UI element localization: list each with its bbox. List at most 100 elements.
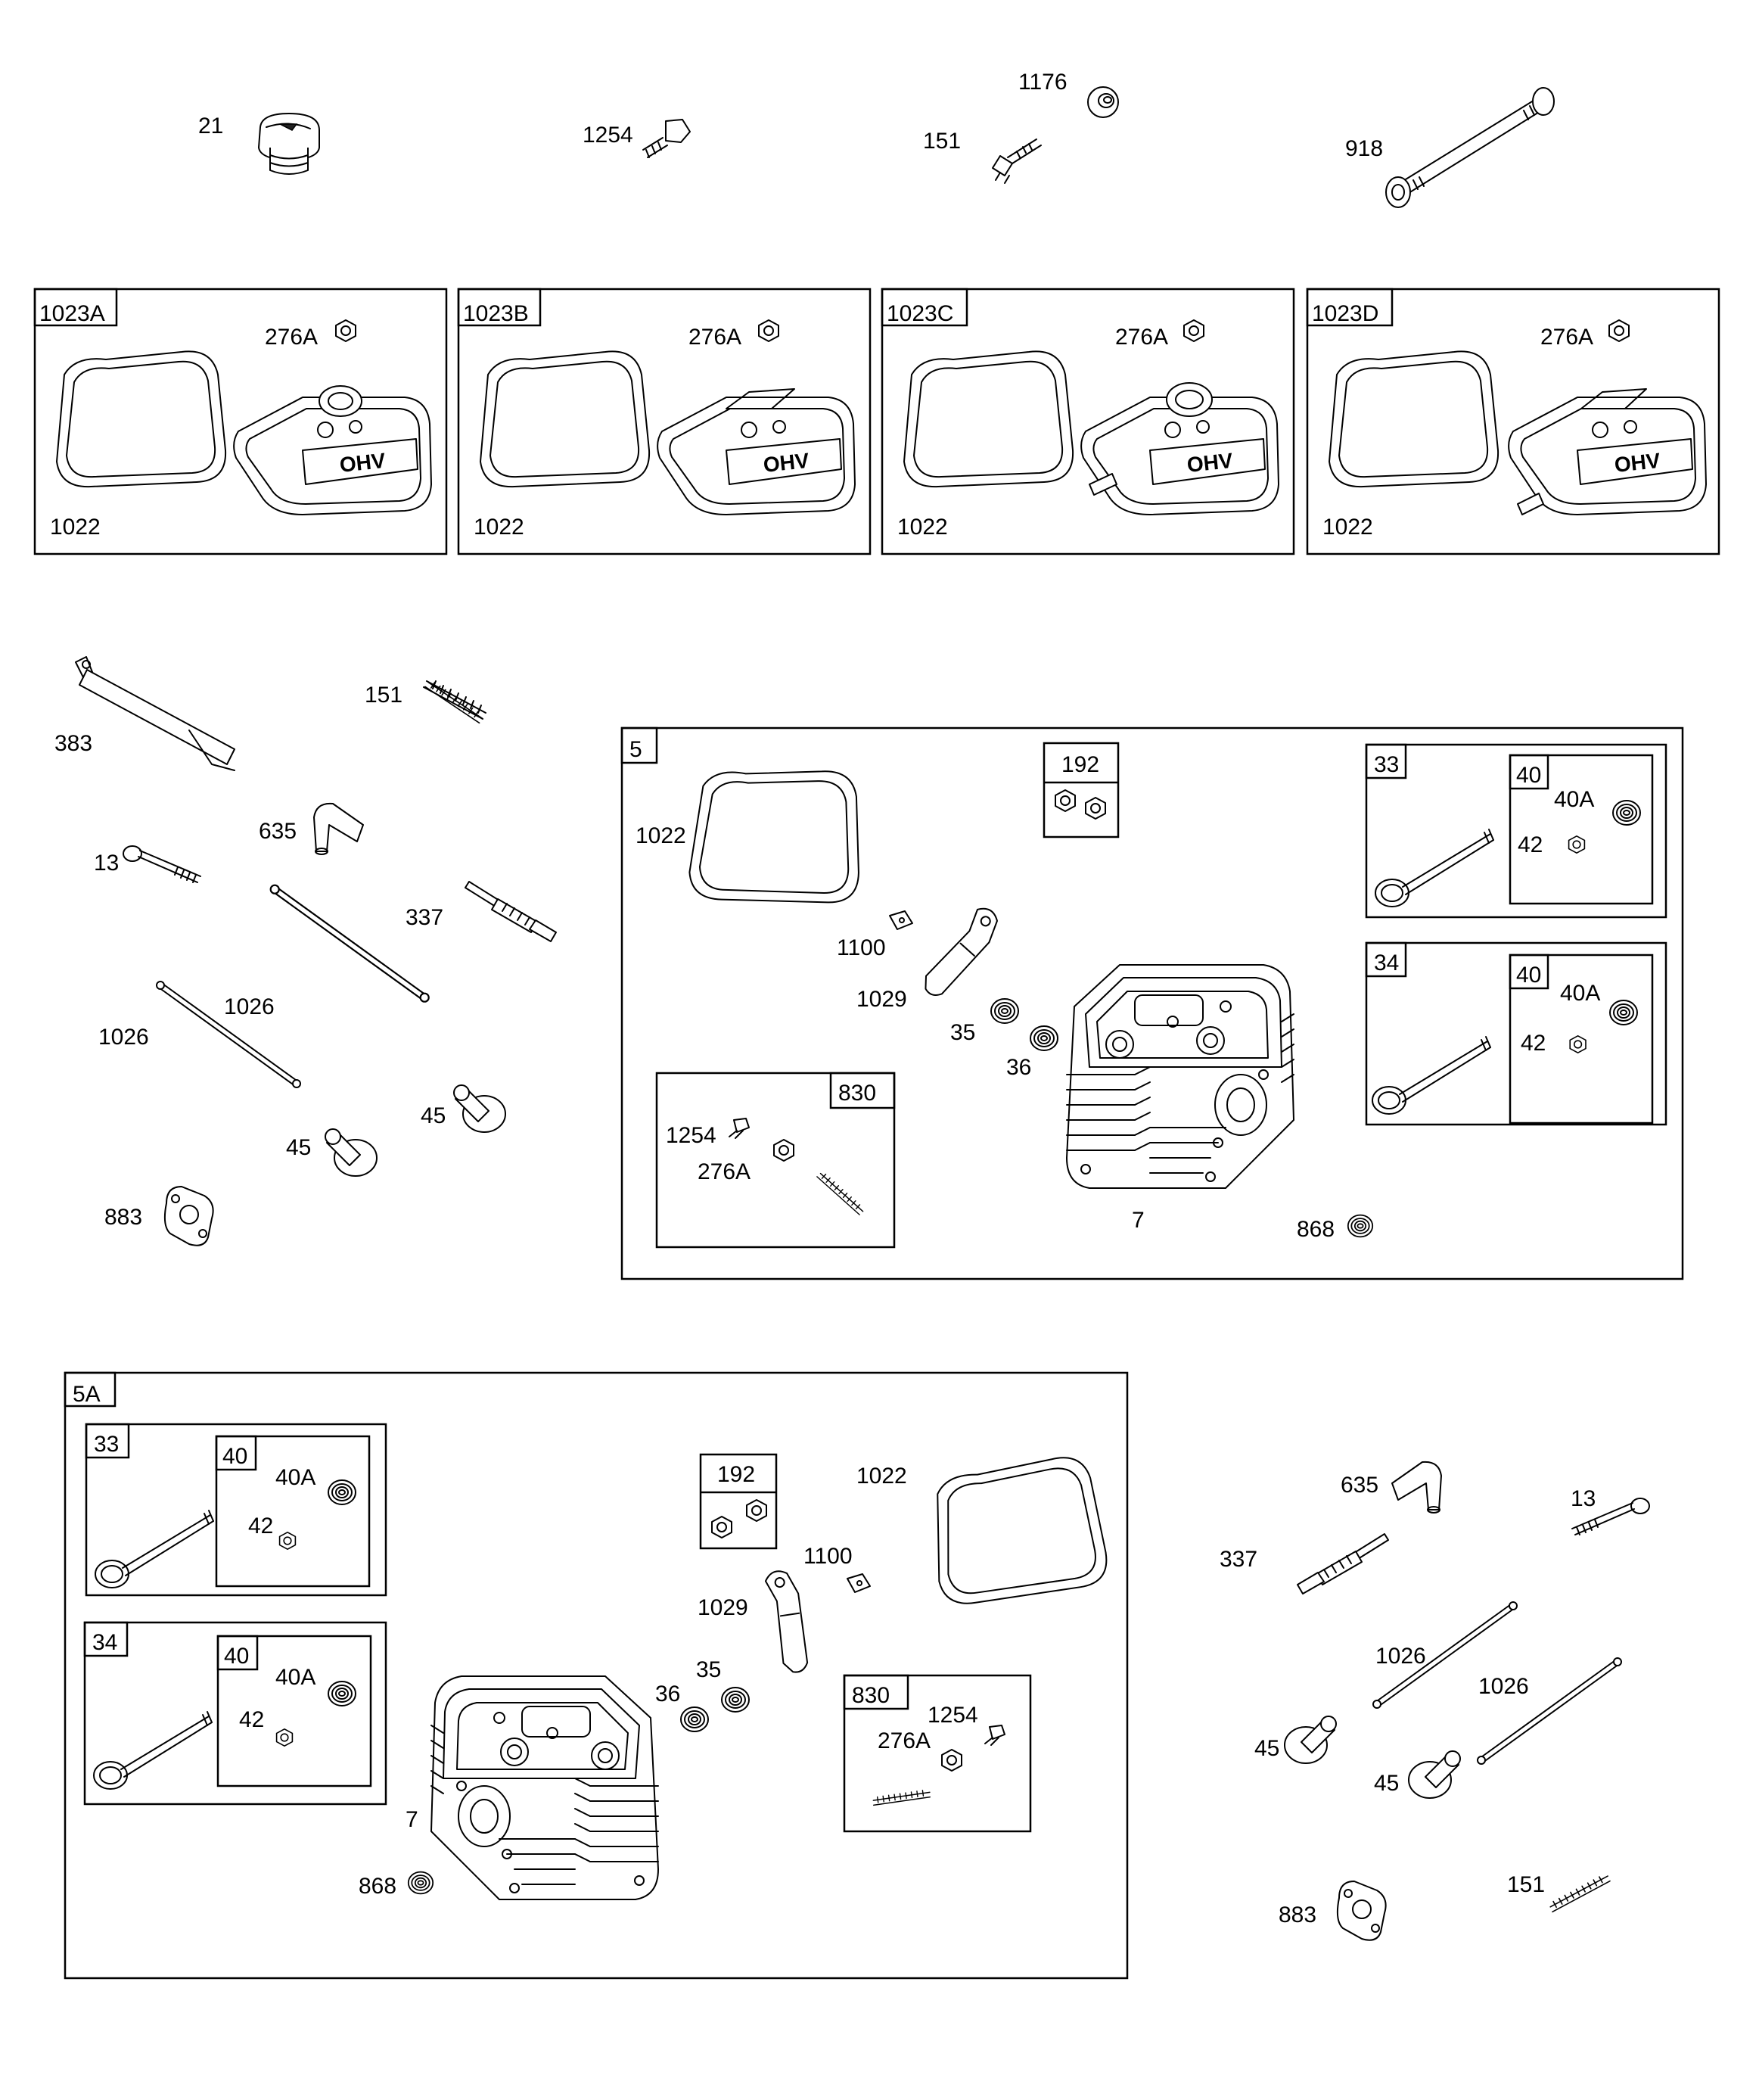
spark-plug-boot-635-right: [1391, 1461, 1442, 1514]
dipstick-tube-383: [75, 656, 235, 771]
spark-plug-337: [465, 881, 557, 942]
label-1254: 1254: [583, 123, 633, 148]
oil-fill-cap-21: [258, 113, 320, 175]
valve-seal-45-right-a: [1284, 1716, 1337, 1764]
label-1026-b: 1026: [224, 994, 275, 1019]
kit5-v33-b-label: 42: [1518, 832, 1543, 857]
label-1026-right-a: 1026: [1375, 1644, 1426, 1669]
grommet-1176: [1087, 86, 1119, 118]
kit5a-spring36-label: 36: [655, 1682, 680, 1706]
kit5-v34-sub-label: 40: [1516, 963, 1541, 988]
nut-label-276a-b: 276A: [688, 325, 741, 350]
label-635-left: 635: [259, 819, 297, 844]
kit5a-v33-b-label: 42: [248, 1514, 273, 1538]
kit5a-clip-label: 1100: [803, 1544, 853, 1569]
label-1026-a: 1026: [98, 1025, 149, 1050]
label-151-right: 151: [1507, 1872, 1545, 1897]
kit5-v33-sub-label: 40: [1516, 763, 1541, 788]
kit5-nuts-label: 192: [1061, 752, 1099, 777]
kit-label-1023b: 1023B: [463, 301, 529, 326]
stud-151-right: [1547, 1859, 1612, 1928]
label-45-right-b: 45: [1374, 1771, 1399, 1796]
nut-label-276a-d: 276A: [1540, 325, 1593, 350]
cover-kit-1023c: 1023C 276A 1022 OHV: [881, 288, 1295, 555]
kit5-v33-label: 33: [1374, 752, 1399, 777]
label-337-right: 337: [1220, 1547, 1257, 1572]
kit5a-830-nut-label: 276A: [878, 1728, 931, 1753]
kit5a-v33-a-label: 40A: [275, 1465, 315, 1490]
spacer-883: [163, 1186, 214, 1246]
kit5-v33-a-label: 40A: [1554, 787, 1594, 812]
label-1176: 1176: [1018, 70, 1068, 95]
label-45-right-a: 45: [1254, 1736, 1279, 1761]
label-883-left: 883: [104, 1205, 142, 1230]
kit-label-1023c: 1023C: [887, 301, 953, 326]
gasket-label-1022-d: 1022: [1322, 515, 1373, 540]
kit5-gasket-label: 1022: [636, 823, 686, 848]
cylinder-head-kit-5: 5 1022 192 1100 1029 35 36 7 868 830 125…: [620, 726, 1684, 1280]
label-635-right: 635: [1341, 1473, 1378, 1498]
kit5-rocker-label: 1029: [856, 987, 907, 1012]
kit5-spring35-label: 35: [950, 1020, 975, 1045]
kit5-v34-b-label: 42: [1521, 1031, 1546, 1056]
kit5a-v34-a-label: 40A: [275, 1665, 315, 1690]
kit5a-v33-label: 33: [94, 1432, 119, 1457]
kit5-830-nut-label: 276A: [698, 1159, 751, 1184]
kit5a-seal-label: 868: [359, 1874, 396, 1899]
label-45-b: 45: [421, 1103, 446, 1128]
fitting-151: [992, 138, 1042, 184]
label-1026-right-b: 1026: [1478, 1674, 1529, 1699]
cover-logo-a: OHV: [338, 449, 387, 477]
spark-plug-337-right: [1297, 1533, 1389, 1594]
spacer-883-right: [1336, 1881, 1387, 1941]
gasket-label-1022-a: 1022: [50, 515, 101, 540]
label-151-left: 151: [365, 683, 402, 708]
kit5a-v34-b-label: 42: [239, 1707, 264, 1732]
label-337-left: 337: [406, 905, 443, 930]
nut-label-276a-c: 276A: [1115, 325, 1168, 350]
kit5a-label: 5A: [73, 1382, 101, 1407]
kit5-seal-label: 868: [1297, 1217, 1335, 1242]
kit5a-nuts-label: 192: [717, 1462, 755, 1487]
cover-kit-1023d: 1023D 276A 1022 OHV: [1306, 288, 1720, 555]
kit5-830-bolt-label: 1254: [666, 1123, 716, 1148]
valve-seal-45-right-b: [1408, 1750, 1461, 1799]
spark-plug-boot-635: [313, 802, 364, 855]
kit-label-1023d: 1023D: [1312, 301, 1378, 326]
label-13-left: 13: [94, 851, 119, 876]
kit5-head-label: 7: [1132, 1208, 1145, 1233]
cover-kit-1023a: 1023A 276A 1022 OHV: [33, 288, 448, 555]
cylinder-head-kit-5a: 5A 33 40 40A 42 34 40 40A 42 192 1022: [64, 1371, 1129, 1980]
kit5a-gasket-label: 1022: [856, 1464, 907, 1489]
kit5a-830-bolt-label: 1254: [928, 1703, 978, 1728]
label-45-a: 45: [286, 1135, 311, 1160]
stud-151: [423, 680, 486, 720]
breather-tube-918: [1385, 87, 1555, 208]
push-rod-1026-b: [269, 884, 430, 1003]
label-383: 383: [54, 731, 92, 756]
kit5-v34-a-label: 40A: [1560, 981, 1600, 1006]
label-918: 918: [1345, 136, 1383, 161]
bolt-13: [123, 845, 201, 883]
cover-logo-d: OHV: [1613, 449, 1661, 477]
kit5-clip-label: 1100: [837, 935, 886, 960]
kit5-830-label: 830: [838, 1081, 876, 1106]
kit5a-v34-sub-label: 40: [224, 1644, 249, 1669]
label-21: 21: [198, 114, 223, 138]
label-13-right: 13: [1571, 1486, 1596, 1511]
cover-logo-b: OHV: [762, 449, 810, 477]
kit5-spring36-label: 36: [1006, 1055, 1031, 1080]
cover-logo-c: OHV: [1186, 449, 1234, 477]
kit5a-v34-label: 34: [92, 1630, 117, 1655]
cover-kit-1023b: 1023B 276A 1022 OHV: [457, 288, 872, 555]
valve-seal-45-b: [453, 1084, 506, 1133]
kit5a-v33-sub-label: 40: [222, 1444, 247, 1469]
bolt-1254: [642, 119, 691, 158]
label-151: 151: [923, 129, 961, 154]
kit5-v34-label: 34: [1374, 950, 1399, 975]
gasket-label-1022-c: 1022: [897, 515, 948, 540]
kit-label-1023a: 1023A: [39, 301, 105, 326]
kit5a-830-label: 830: [852, 1683, 890, 1708]
valve-seal-45-a: [325, 1128, 378, 1177]
